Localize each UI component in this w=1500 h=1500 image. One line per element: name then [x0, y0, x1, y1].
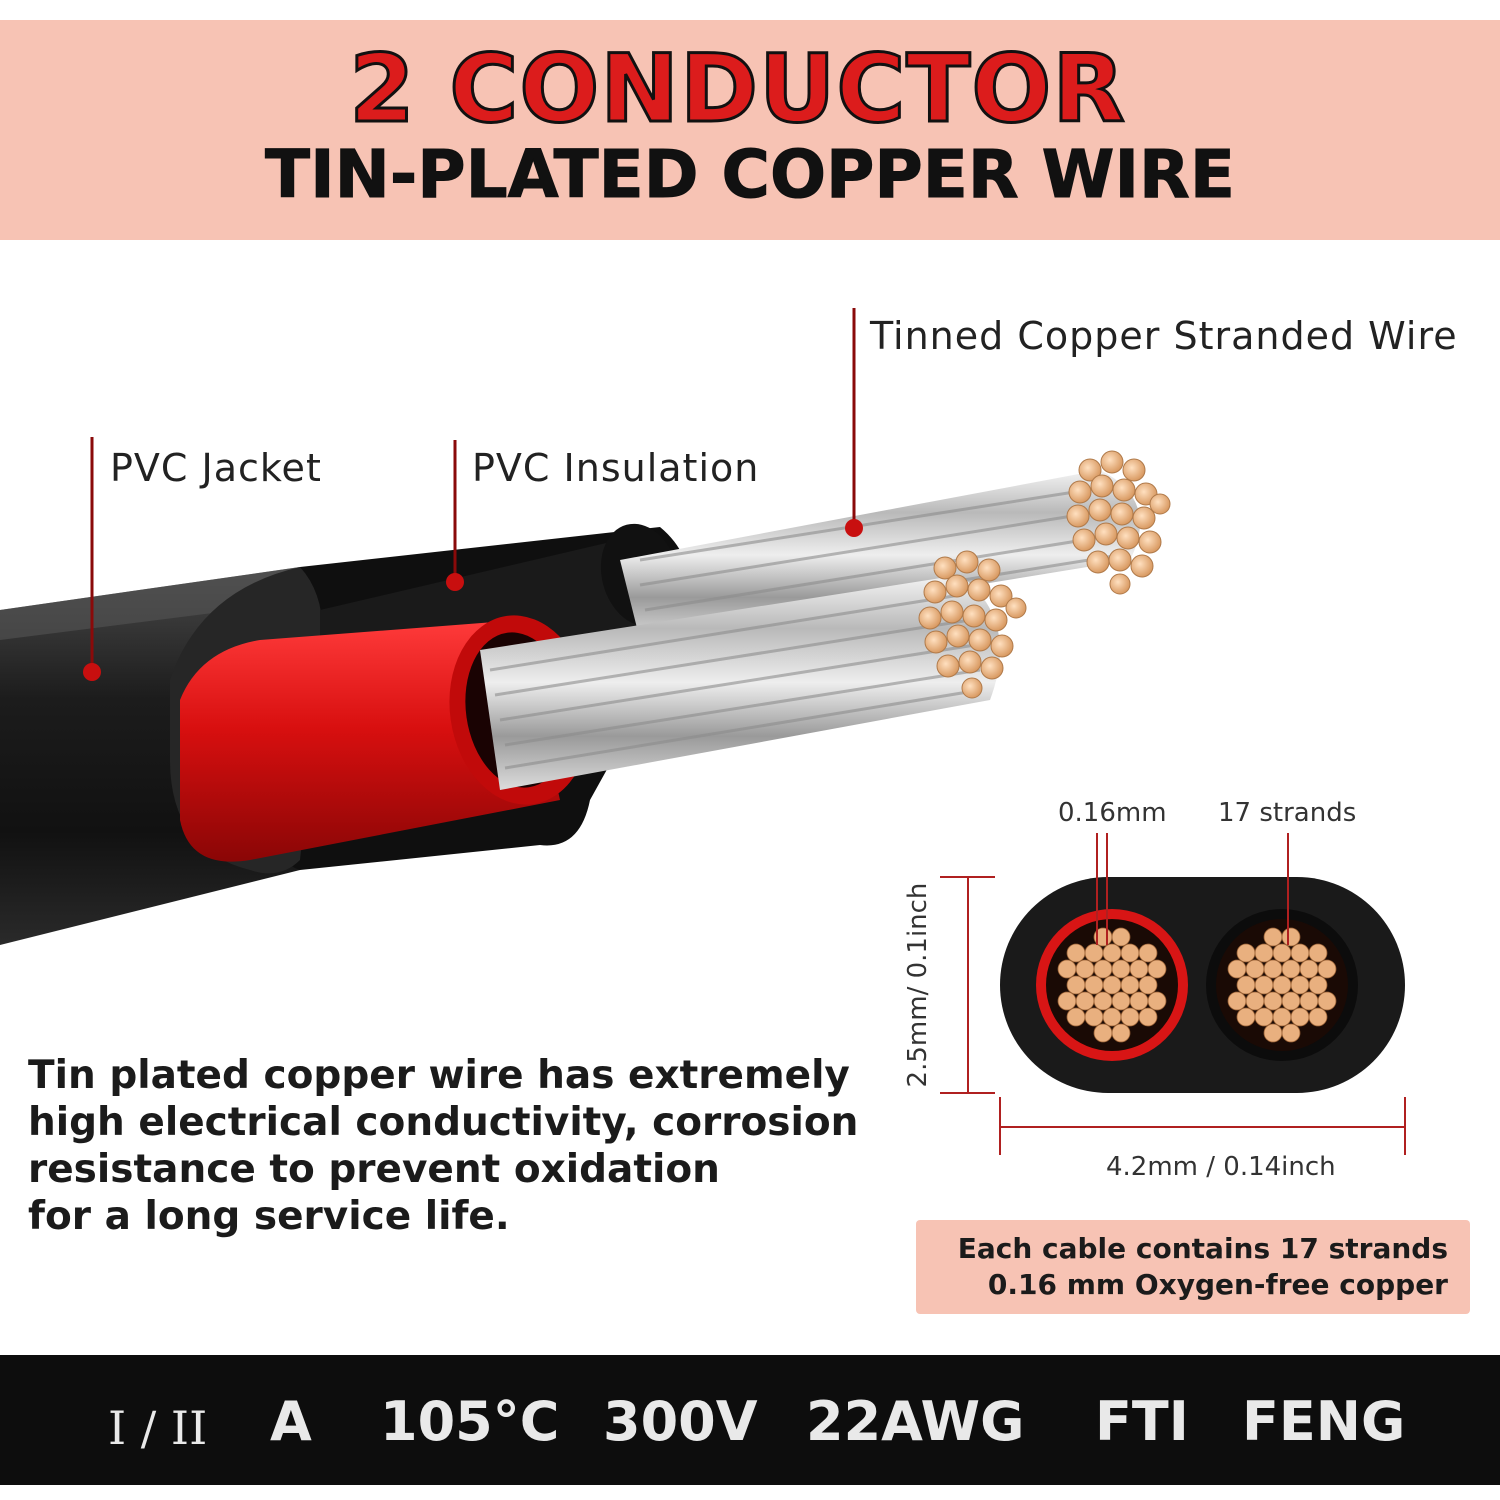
- spec-code-feng: FENG: [1242, 1390, 1406, 1453]
- strand-count-label: 17 strands: [1218, 798, 1357, 828]
- front-strand-bundle: [480, 575, 1000, 790]
- callout-lines: [83, 308, 863, 681]
- note-line-1: Each cable contains 17 strands: [957, 1232, 1448, 1265]
- copper-strand-ends: [918, 450, 1171, 699]
- note-line-2: 0.16 mm Oxygen-free copper: [987, 1268, 1448, 1301]
- pvc-insulation-label: PVC Insulation: [472, 446, 760, 490]
- pvc-jacket-label: PVC Jacket: [110, 446, 322, 490]
- spec-gauge: 22AWG: [806, 1390, 1025, 1453]
- stranded-wire-label: Tinned Copper Stranded Wire: [870, 314, 1458, 358]
- spec-bar: [0, 1355, 1500, 1485]
- description-line: Tin plated copper wire has extremely: [28, 1053, 850, 1098]
- description-line: high electrical conductivity, corrosion: [28, 1100, 859, 1145]
- spec-temperature: 105°C: [380, 1390, 560, 1453]
- spec-class: I / II: [108, 1401, 208, 1455]
- description-line: resistance to prevent oxidation: [28, 1147, 720, 1192]
- spec-rating: A: [270, 1390, 312, 1453]
- back-strand-bundle: [620, 470, 1140, 640]
- page-subtitle: TIN-PLATED COPPER WIRE: [265, 136, 1236, 214]
- cross-section-diagram: [940, 833, 1406, 1155]
- spec-voltage: 300V: [603, 1390, 758, 1453]
- spec-code-fti: FTI: [1095, 1390, 1189, 1453]
- description-text: Tin plated copper wire has extremely hig…: [28, 1052, 859, 1240]
- description-line: for a long service life.: [28, 1194, 510, 1239]
- strand-note-box: Each cable contains 17 strands 0.16 mm O…: [916, 1220, 1470, 1314]
- height-dimension-label: 2.5mm/ 0.1inch: [903, 882, 933, 1088]
- page-title: 2 CONDUCTOR: [348, 35, 1126, 144]
- strand-diameter-label: 0.16mm: [1058, 798, 1167, 828]
- header-banner: [0, 20, 1500, 240]
- width-dimension-label: 4.2mm / 0.14inch: [1106, 1152, 1336, 1182]
